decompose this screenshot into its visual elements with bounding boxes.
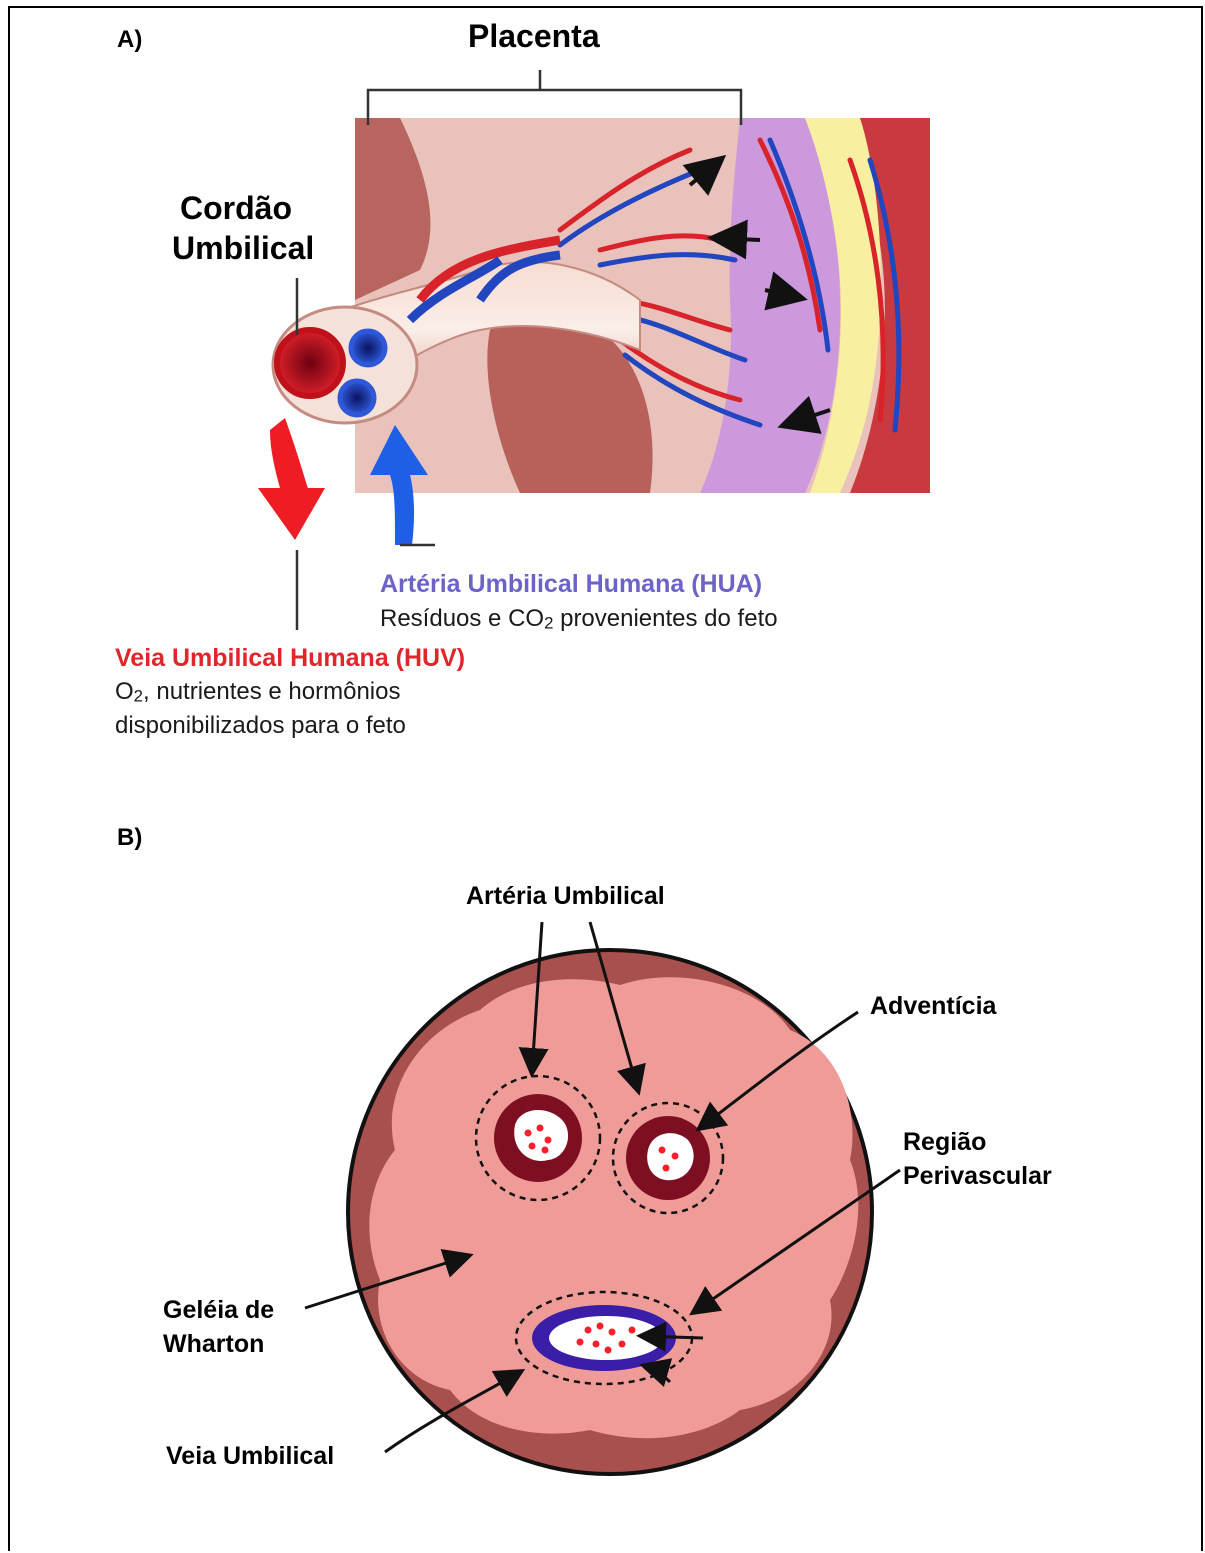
- huv-desc-text-after: , nutrientes e hormônios: [143, 678, 400, 705]
- placenta-label: Placenta: [468, 18, 600, 55]
- arteria-umbilical-label: Artéria Umbilical: [466, 882, 665, 911]
- huv-desc-subscript: 2: [134, 687, 143, 706]
- huv-desc-text: O: [115, 678, 134, 705]
- vein-flow-arrow: [258, 418, 325, 540]
- veia-umbilical-label: Veia Umbilical: [166, 1442, 334, 1471]
- huv-description-line2: disponibilizados para o feto: [115, 712, 406, 740]
- regiao-label-line1: Região: [903, 1128, 986, 1157]
- panel-b-label: B): [117, 824, 142, 852]
- huv-title: Veia Umbilical Humana (HUV): [115, 644, 465, 673]
- panel-a-label: A): [117, 26, 142, 54]
- hua-desc-text: Resíduos e CO: [380, 605, 544, 632]
- hua-desc-text-after: provenientes do feto: [553, 605, 777, 632]
- cord-label-line1: Cordão: [180, 190, 292, 227]
- geleia-label-line2: Wharton: [163, 1330, 264, 1359]
- cord-label-line2: Umbilical: [172, 230, 314, 267]
- adventicia-label: Adventícia: [870, 992, 996, 1021]
- cord-cross-section: [348, 950, 872, 1474]
- placenta-bracket: [368, 70, 741, 125]
- regiao-label-line2: Perivascular: [903, 1162, 1052, 1191]
- geleia-label-line1: Geléia de: [163, 1296, 274, 1325]
- hua-title: Artéria Umbilical Humana (HUA): [380, 570, 762, 599]
- hua-description: Resíduos e CO2 provenientes do feto: [380, 605, 778, 634]
- huv-description-line1: O2, nutrientes e hormônios: [115, 678, 401, 707]
